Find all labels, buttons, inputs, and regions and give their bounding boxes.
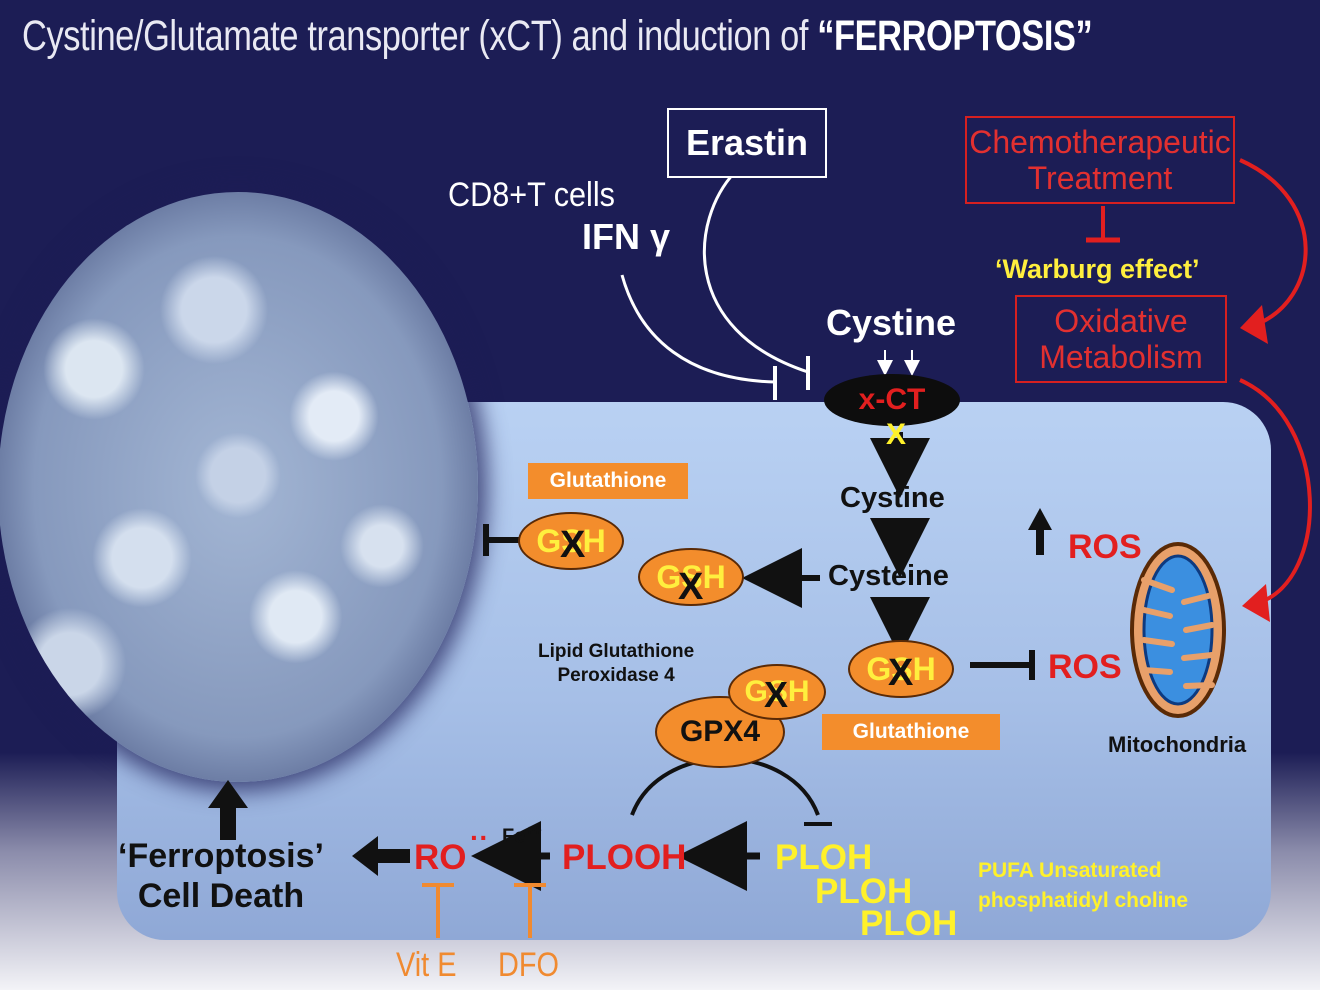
- microscopy-image: [0, 192, 478, 782]
- warburg-label: ‘Warburg effect’: [995, 254, 1200, 284]
- mitochondria-icon: [1130, 542, 1226, 718]
- erastin-inhibition-line: [702, 170, 809, 374]
- cystine-outside-label: Cystine: [826, 302, 957, 343]
- mitochondria-label: Mitochondria: [1108, 732, 1247, 757]
- oxidative-line1: Oxidative: [1054, 303, 1188, 339]
- xct-transporter: x-CT: [824, 374, 960, 426]
- gsh-1-label: GSH: [536, 523, 606, 559]
- gsh-1-x-mark: X: [560, 524, 586, 566]
- fe-charge: ++: [525, 822, 542, 838]
- plooh-label: PLOOH: [562, 838, 687, 877]
- fe-symbol: Fe: [502, 825, 526, 848]
- ploh-label-1: PLOH: [775, 838, 873, 877]
- cystine-inside-label: Cystine: [840, 482, 945, 514]
- oxidative-line2: Metabolism: [1039, 339, 1203, 375]
- oxidative-metabolism-box: Oxidative Metabolism: [1015, 295, 1227, 383]
- cd8-label: CD8+T cells: [448, 176, 615, 214]
- ros-inhibited-label: ROS: [1048, 648, 1122, 686]
- cysteine-label: Cysteine: [828, 560, 949, 592]
- ferroptosis-death-label: ‘Ferroptosis’ Cell Death: [118, 836, 324, 916]
- gsh-ellipse-4: GSH: [728, 664, 826, 720]
- glutathione-label-top: Glutathione: [528, 463, 688, 499]
- pufa-line2: phosphatidyl choline: [978, 889, 1189, 912]
- gsh-3-label: GSH: [866, 651, 936, 687]
- ro-radical: ··: [470, 822, 489, 853]
- page-title: Cystine/Glutamate transporter (xCT) and …: [22, 12, 1093, 61]
- gsh-ellipse-3: GSH: [848, 640, 954, 698]
- death-line1: ‘Ferroptosis’: [118, 837, 324, 875]
- ploh-label-2: PLOH: [815, 872, 913, 911]
- gpx4-ellipse: GPX4: [655, 696, 785, 768]
- chemotherapeutic-box: Chemotherapeutic Treatment: [965, 116, 1235, 204]
- ploh-label-3: PLOH: [860, 904, 958, 943]
- gsh-4-label: GSH: [744, 675, 810, 708]
- pufa-line1: PUFA Unsaturated: [978, 859, 1162, 882]
- title-emphasis: “FERROPTOSIS”: [817, 12, 1093, 60]
- pufa-label: PUFA Unsaturated phosphatidyl choline: [978, 856, 1188, 916]
- gsh-4-x-mark: X: [764, 674, 789, 715]
- death-line2: Cell Death: [137, 877, 305, 915]
- ro-label: RO: [414, 838, 467, 877]
- title-main: Cystine/Glutamate transporter (xCT) and …: [22, 12, 818, 60]
- gpx4-label-line1: Lipid Glutathione: [538, 641, 695, 662]
- xct-label: x-CT: [858, 383, 926, 416]
- erastin-box: Erastin: [667, 108, 827, 178]
- ros-up-label: ROS: [1068, 528, 1142, 566]
- gsh-2-x-mark: X: [678, 566, 704, 608]
- glutathione-label-bottom: Glutathione: [822, 714, 1000, 750]
- fe-label: Fe++: [502, 822, 542, 849]
- gsh-2-label: GSH: [656, 559, 726, 595]
- vite-label: Vit E: [396, 946, 457, 984]
- gpx4-label-line2: Peroxidase 4: [557, 665, 675, 686]
- gpx4-description: Lipid Glutathione Peroxidase 4: [538, 640, 694, 688]
- ifn-label: IFN γ: [582, 216, 671, 257]
- dfo-label: DFO: [498, 946, 560, 984]
- gpx4-name: GPX4: [679, 715, 761, 748]
- gsh-ellipse-2: GSH: [638, 548, 744, 606]
- chemo-line1: Chemotherapeutic: [969, 124, 1231, 160]
- erastin-label: Erastin: [685, 122, 809, 163]
- chemo-line2: Treatment: [1027, 160, 1173, 196]
- xct-x-mark: X: [886, 418, 907, 451]
- gsh-3-x-mark: X: [888, 652, 914, 694]
- ifn-inhibition-line: [620, 274, 776, 384]
- gsh-ellipse-1: GSH: [518, 512, 624, 570]
